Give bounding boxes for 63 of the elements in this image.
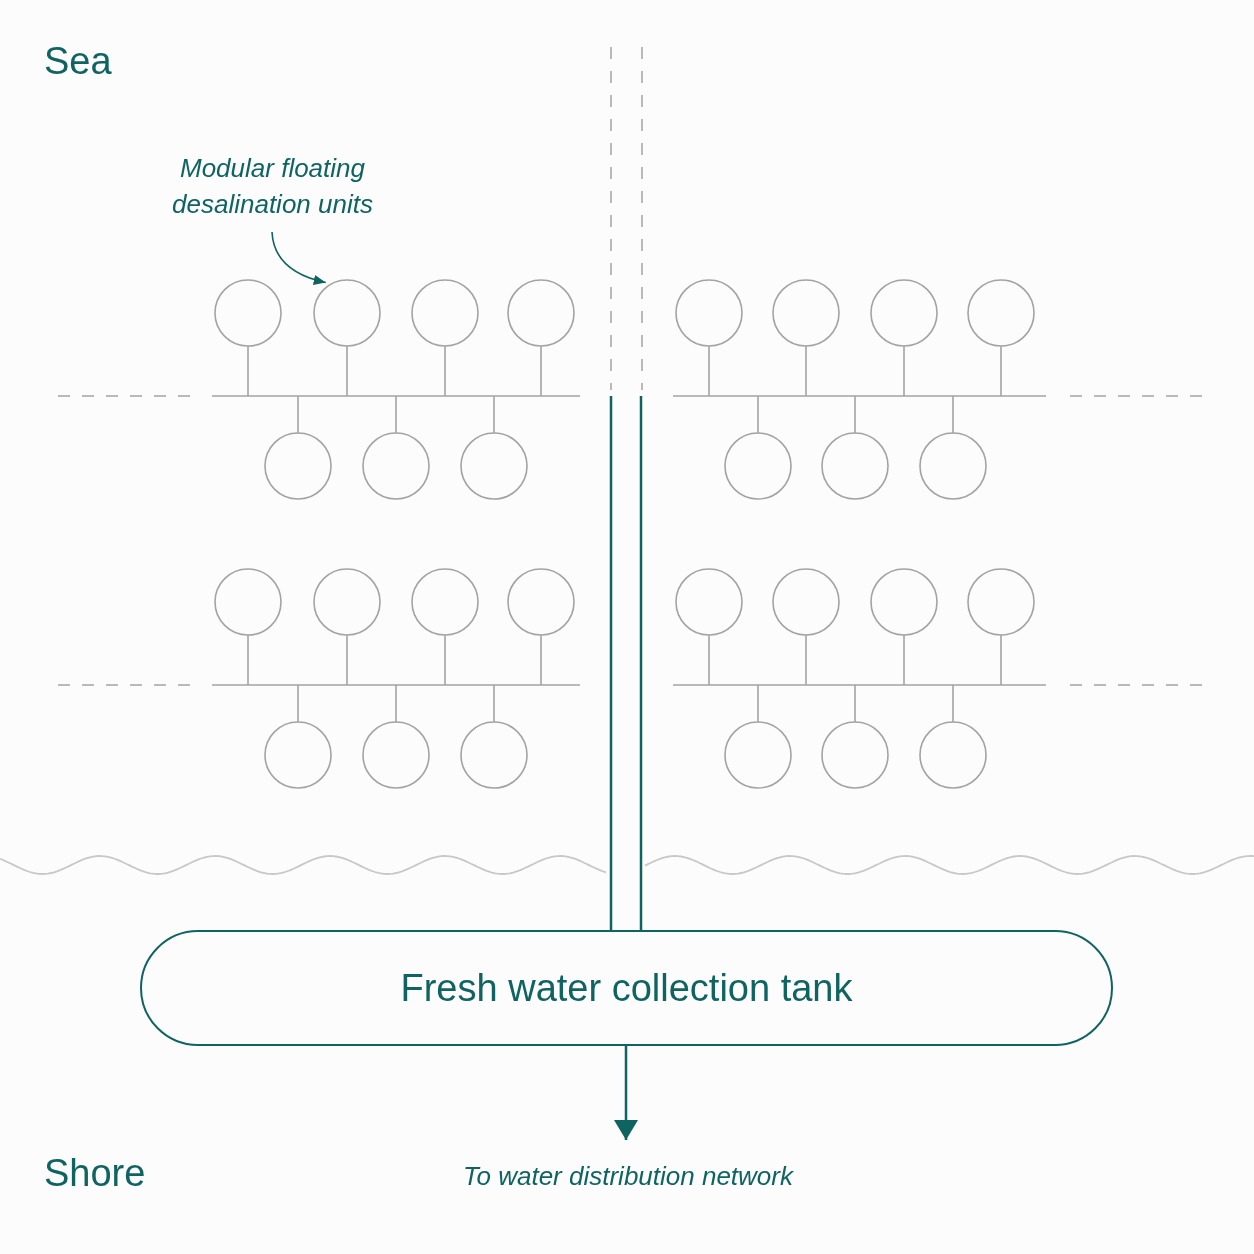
connector-line — [757, 684, 759, 723]
unit-circle — [411, 568, 479, 636]
unit-circle — [411, 279, 479, 347]
unit-circle — [772, 568, 840, 636]
unit-circle — [675, 279, 743, 347]
unit-circle — [362, 721, 430, 789]
unit-circle — [870, 568, 938, 636]
unit-circle — [967, 279, 1035, 347]
unit-circle — [507, 568, 575, 636]
connector-line — [297, 684, 299, 723]
connector-line — [952, 684, 954, 723]
unit-circle — [967, 568, 1035, 636]
connector-line — [903, 634, 905, 686]
unit-circle — [724, 721, 792, 789]
unit-circle — [362, 432, 430, 500]
connector-line — [247, 634, 249, 686]
unit-circle — [313, 279, 381, 347]
unit-circle — [724, 432, 792, 500]
connector-line — [708, 345, 710, 397]
unit-circle — [772, 279, 840, 347]
connector-line — [952, 395, 954, 434]
connector-line — [247, 345, 249, 397]
unit-circle — [821, 721, 889, 789]
unit-circle — [214, 279, 282, 347]
connector-line — [297, 395, 299, 434]
unit-circle — [675, 568, 743, 636]
connector-line — [1000, 345, 1002, 397]
unit-circle — [821, 432, 889, 500]
arrow — [614, 1046, 638, 1140]
connector-line — [540, 634, 542, 686]
connector-line — [346, 345, 348, 397]
unit-circle — [919, 432, 987, 500]
unit-circle — [507, 279, 575, 347]
unit-circle — [870, 279, 938, 347]
annotation-text: Modular floating desalination units — [150, 150, 395, 226]
region-label: Shore — [44, 1152, 146, 1195]
region-label: Sea — [44, 40, 112, 83]
connector-line — [805, 634, 807, 686]
unit-circle — [919, 721, 987, 789]
unit-circle — [460, 721, 528, 789]
unit-circle — [264, 432, 332, 500]
connector-line — [903, 345, 905, 397]
connector-line — [444, 345, 446, 397]
connector-line — [708, 634, 710, 686]
unit-circle — [214, 568, 282, 636]
leader-line — [271, 231, 327, 285]
connector-line — [1000, 634, 1002, 686]
connector-line — [346, 634, 348, 686]
connector-line — [854, 684, 856, 723]
tank-label: Fresh water collection tank — [400, 966, 853, 1010]
connector-line — [493, 684, 495, 723]
connector-line — [540, 345, 542, 397]
connector-line — [444, 634, 446, 686]
connector-line — [395, 395, 397, 434]
connector-line — [395, 684, 397, 723]
unit-circle — [264, 721, 332, 789]
connector-line — [493, 395, 495, 434]
connector-line — [757, 395, 759, 434]
destination-text: To water distribution network — [380, 1158, 876, 1198]
connector-line — [805, 345, 807, 397]
connector-line — [854, 395, 856, 434]
unit-circle — [460, 432, 528, 500]
unit-circle — [313, 568, 381, 636]
